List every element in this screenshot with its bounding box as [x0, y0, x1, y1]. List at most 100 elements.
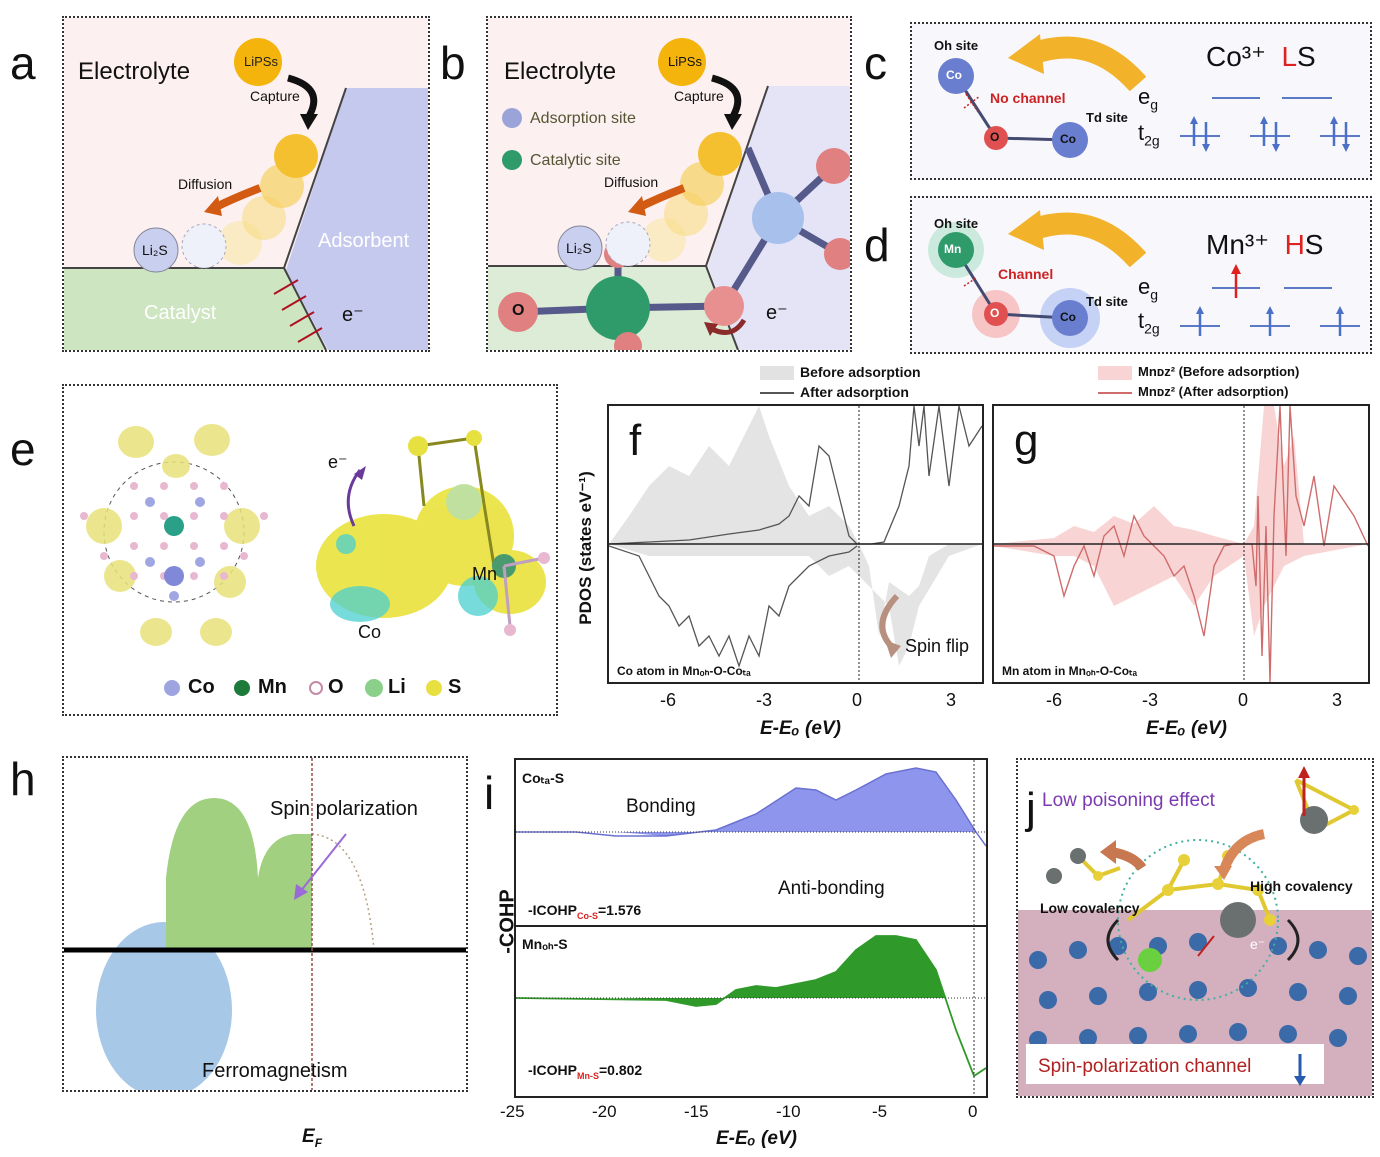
i-tick-4: -5	[872, 1102, 888, 1121]
f-xlabel: E-Eₒ (eV)	[760, 718, 841, 739]
legend-s: S	[448, 676, 462, 698]
td-site-label: Td site	[1086, 294, 1128, 309]
panel-d-illustration	[928, 210, 1360, 348]
panel-f: f Spin flip Co atom in Mnₒₕ-O-Coₜₐ	[607, 404, 984, 684]
ion-name: Co³⁺	[1206, 41, 1266, 72]
f-note: Co atom in Mnₒₕ-O-Coₜₐ	[617, 664, 751, 678]
g-xlabel: E-Eₒ (eV)	[1146, 718, 1227, 739]
mn-label: Mn	[944, 242, 962, 256]
capture-label: Capture	[250, 88, 300, 104]
panel-h-illustration	[64, 758, 466, 1090]
panel-e-illustration	[80, 424, 550, 697]
legend-before-swatch	[760, 366, 794, 380]
f-tick-0: -6	[660, 690, 677, 710]
e-mn-label: Mn	[472, 564, 498, 584]
panel-j: j Low poisoning effect High covalency Lo…	[1016, 758, 1374, 1098]
eg-label: eg	[1138, 274, 1158, 302]
i-top-title: Coₜₐ-S	[522, 770, 565, 786]
f-after-line-down	[609, 545, 858, 669]
h-spin-polarization: Spin polarization	[270, 798, 418, 820]
i-tick-2: -15	[684, 1102, 709, 1121]
ion-label: Mn³⁺ HS	[1206, 228, 1323, 261]
t2g-sub: 2g	[1144, 320, 1160, 337]
legend-mn: Mn	[258, 676, 287, 698]
eg-sub: g	[1150, 286, 1159, 303]
t2g-sub: 2g	[1144, 132, 1160, 149]
i-tick-1: -20	[592, 1102, 617, 1121]
lipss-label: LiPSs	[244, 54, 278, 69]
i-antibonding: Anti-bonding	[778, 878, 885, 899]
panel-label-h: h	[10, 753, 36, 805]
f-tick-1: -3	[756, 690, 773, 710]
panel-label-d: d	[864, 219, 890, 271]
spin-rest: S	[1297, 41, 1316, 72]
g-tick-3: 3	[1332, 690, 1343, 710]
capture-label: Capture	[674, 88, 724, 104]
spin-red: L	[1281, 41, 1298, 72]
i-bottom-title: Mnₒₕ-S	[522, 936, 568, 952]
oh-site-label: Oh site	[934, 38, 979, 53]
panel-j-illustration	[1018, 766, 1372, 1096]
i-tick-5: 0	[968, 1102, 978, 1121]
legend-before-label: Before adsorption	[800, 364, 921, 380]
ion-name: Mn³⁺	[1206, 229, 1269, 260]
h-ef-sub: F	[314, 1135, 323, 1150]
electrolyte-label: Electrolyte	[78, 58, 191, 85]
t2g-main: t	[1138, 120, 1145, 145]
adsorbent-label: Adsorbent	[318, 230, 410, 252]
li2s-label: Li₂S	[142, 242, 168, 258]
panel-label-i: i	[484, 767, 495, 819]
g-letter: g	[1014, 416, 1039, 465]
legend-after-label: After adsorption	[800, 384, 909, 400]
h-ferromagnetism: Ferromagnetism	[202, 1060, 348, 1082]
diffusion-label: Diffusion	[178, 176, 233, 192]
i-top-icohp-main: -ICOHP	[528, 902, 577, 918]
i-bottom-icohp-main: -ICOHP	[528, 1062, 577, 1078]
legend-li: Li	[388, 676, 406, 698]
f-spin-flip: Spin flip	[905, 636, 970, 656]
g-tick-0: -6	[1046, 690, 1063, 710]
spin-red: H	[1284, 229, 1305, 260]
h-ef-main: E	[302, 1126, 315, 1147]
no-channel-label: No channel	[990, 90, 1066, 106]
panel-g: g Mn atom in Mnₒₕ-O-Coₜₐ	[992, 404, 1370, 684]
eg-label: eg	[1138, 84, 1158, 112]
electron-label: e⁻	[766, 302, 788, 324]
channel-label: Channel	[998, 266, 1054, 282]
f-before-fill	[609, 406, 982, 666]
lipss-label: LiPSs	[668, 54, 702, 69]
f-tick-2: 0	[852, 690, 863, 710]
f-letter: f	[629, 416, 642, 465]
i-xlabel: E-Eₒ (eV)	[716, 1128, 797, 1149]
i-bottom-fill	[516, 936, 946, 1006]
j-letter: j	[1026, 784, 1036, 833]
j-channel-label: Spin-polarization channel	[1038, 1056, 1252, 1077]
f-ylabel: PDOS (states eV⁻¹)	[576, 471, 595, 625]
i-bottom-line	[516, 935, 986, 1078]
o-label: O	[990, 306, 1000, 320]
oh-site-label: Oh site	[934, 216, 979, 231]
catalytic-site-label: Catalytic site	[530, 152, 621, 169]
i-bottom-icohp-sub: Mn-S	[577, 1070, 599, 1081]
i-bottom-icohp-val: =0.802	[599, 1062, 643, 1078]
catalyst-label: Catalyst	[144, 302, 217, 324]
j-electron: e⁻	[1250, 936, 1266, 952]
i-tick-0: -25	[500, 1102, 525, 1121]
panel-label-e: e	[10, 423, 36, 475]
f-tick-3: 3	[946, 690, 957, 710]
panel-g-plot	[994, 406, 1368, 682]
i-top-icohp-val: =1.576	[598, 902, 642, 918]
panel-i: Coₜₐ-S Bonding Anti-bonding -ICOHPCo-S=1…	[514, 758, 988, 1098]
g-note: Mn atom in Mnₒₕ-O-Coₜₐ	[1002, 664, 1138, 678]
e-co-label: Co	[358, 622, 382, 642]
ion-label: Co³⁺ LS	[1206, 40, 1316, 73]
panel-b: Electrolyte LiPSs Capture Adsorption sit…	[486, 16, 852, 352]
panel-a-illustration	[64, 18, 428, 350]
eg-sub: g	[1150, 96, 1159, 113]
panel-c-illustration	[938, 34, 1360, 158]
j-low-covalency: Low covalency	[1040, 900, 1140, 916]
i-tick-3: -10	[776, 1102, 801, 1121]
legend-mn-before-label: Mnᴅᴢ² (Before adsorption)	[1138, 364, 1300, 379]
g-tick-1: -3	[1142, 690, 1159, 710]
panel-c: Oh site Co No channel O Td site Co Co³⁺ …	[910, 22, 1372, 180]
